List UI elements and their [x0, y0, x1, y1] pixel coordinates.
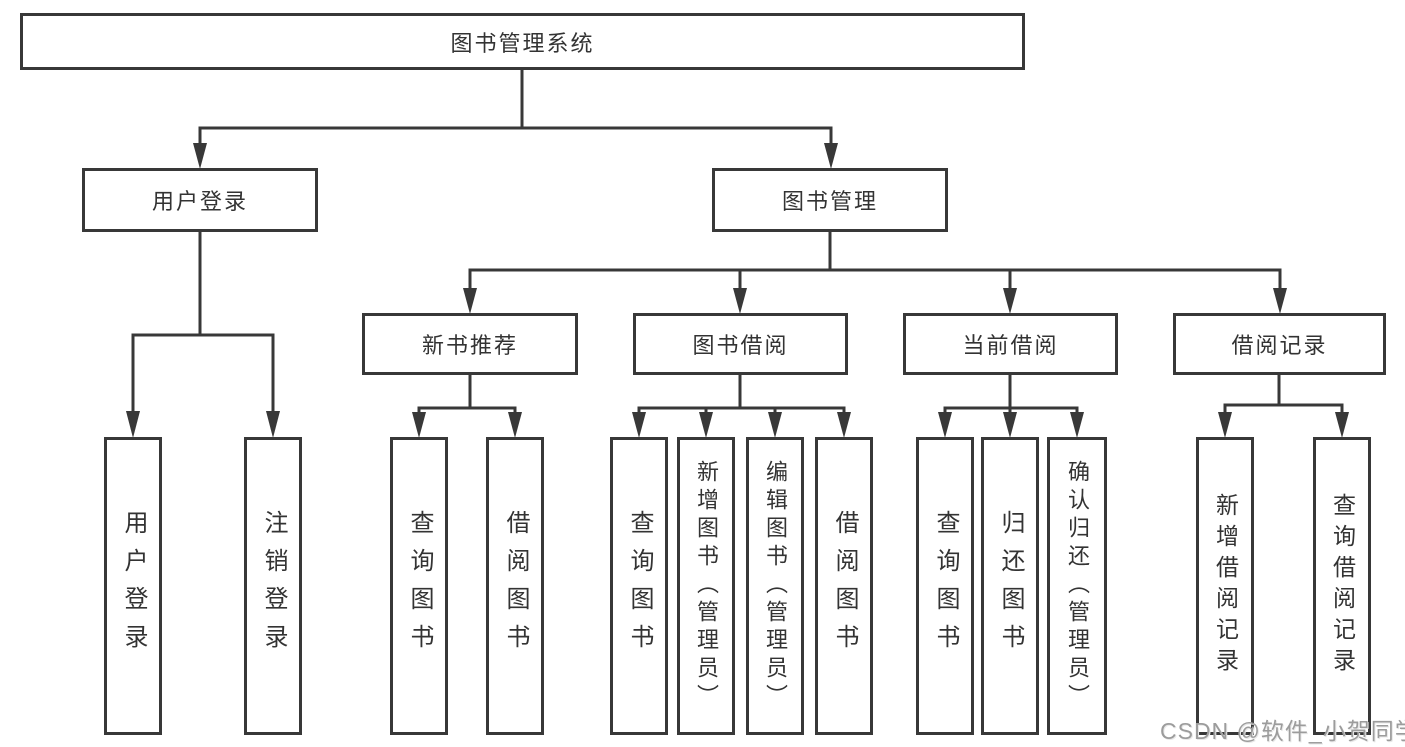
leaf-label: 查询图书 — [626, 510, 653, 662]
leaf-confirm-return-admin: 确认归还（管理员） — [1047, 437, 1107, 735]
connector-user-login-branch — [126, 230, 280, 438]
leaf-label: 用户登录 — [120, 510, 147, 662]
leaf-query-borrow-record: 查询借阅记录 — [1313, 437, 1371, 735]
leaf-label: 借阅图书 — [831, 510, 858, 662]
leaf-label: 确认归还（管理员） — [1065, 460, 1090, 712]
node-borrow-records: 借阅记录 — [1173, 313, 1386, 375]
node-label: 图书管理系统 — [450, 30, 595, 56]
connector-book-borrow-branch — [632, 373, 851, 438]
connector-borrow-record-branch — [1218, 373, 1349, 438]
node-label: 当前借阅 — [962, 333, 1059, 358]
watermark: CSDN @软件_小贺同学 — [1160, 718, 1405, 744]
node-book-management: 图书管理 — [712, 168, 948, 232]
node-new-book-recommend: 新书推荐 — [362, 313, 578, 375]
node-label: 用户登录 — [151, 189, 248, 214]
leaf-edit-book-admin: 编辑图书（管理员） — [746, 437, 804, 735]
node-label: 图书借阅 — [692, 333, 789, 358]
leaf-label: 注销登录 — [260, 510, 287, 662]
connector-current-borrow-branch — [938, 373, 1084, 438]
leaf-label: 新增借阅记录 — [1212, 493, 1239, 679]
leaf-query-books-borrow: 查询图书 — [610, 437, 668, 735]
connector-book-management-branch — [463, 230, 1287, 314]
leaf-label: 查询图书 — [932, 510, 959, 662]
connector-new-book-branch — [412, 373, 522, 438]
leaf-add-book-admin: 新增图书（管理员） — [677, 437, 735, 735]
leaf-user-login: 用户登录 — [104, 437, 162, 735]
node-label: 图书管理 — [781, 189, 878, 214]
node-book-borrow: 图书借阅 — [633, 313, 848, 375]
leaf-query-books-current: 查询图书 — [916, 437, 974, 735]
node-label: 新书推荐 — [421, 333, 518, 358]
leaf-label: 编辑图书（管理员） — [763, 460, 788, 712]
leaf-label: 查询图书 — [406, 510, 433, 662]
leaf-label: 查询借阅记录 — [1329, 493, 1356, 679]
node-label: 借阅记录 — [1231, 333, 1328, 358]
node-current-borrow: 当前借阅 — [903, 313, 1118, 375]
connector-root-to-level2 — [193, 70, 838, 169]
leaf-label: 借阅图书 — [502, 510, 529, 662]
leaf-borrow-books-recommend: 借阅图书 — [486, 437, 544, 735]
leaf-add-borrow-record: 新增借阅记录 — [1196, 437, 1254, 735]
leaf-logout: 注销登录 — [244, 437, 302, 735]
leaf-label: 新增图书（管理员） — [694, 460, 719, 712]
leaf-borrow-books: 借阅图书 — [815, 437, 873, 735]
node-system-root: 图书管理系统 — [20, 13, 1025, 70]
leaf-query-books-recommend: 查询图书 — [390, 437, 448, 735]
leaf-label: 归还图书 — [997, 510, 1024, 662]
node-user-login: 用户登录 — [82, 168, 318, 232]
leaf-return-books: 归还图书 — [981, 437, 1039, 735]
